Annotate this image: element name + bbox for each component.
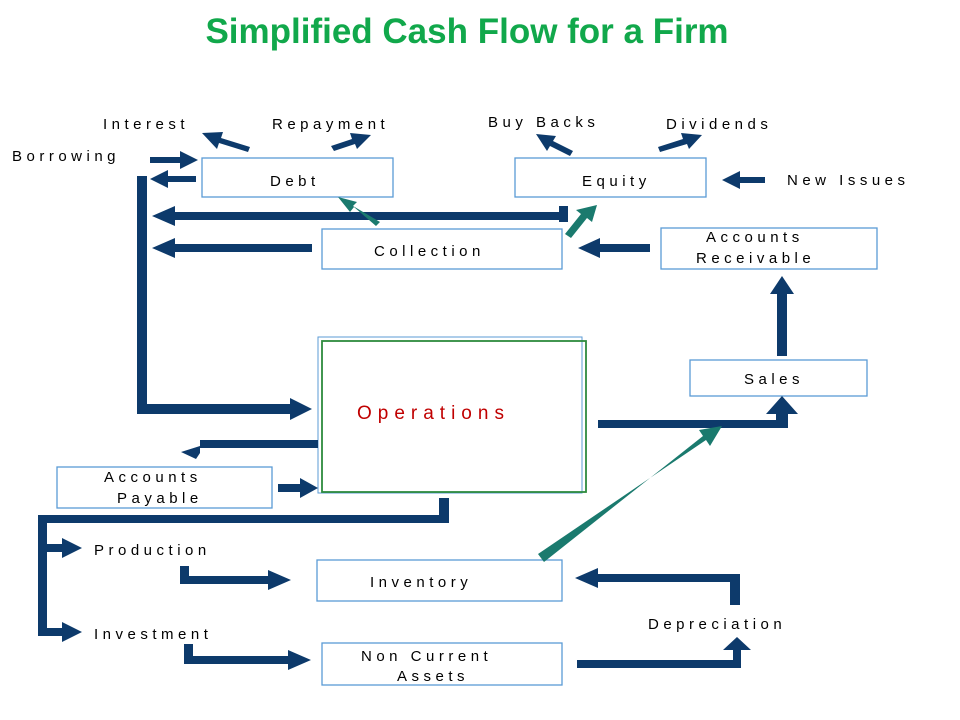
- operations-bottom-stub: [439, 498, 449, 522]
- left-lower-vertical: [38, 515, 47, 636]
- payable-to-operations-arrow: [278, 478, 318, 498]
- investment-to-assets-arrow: [184, 650, 311, 670]
- equity-return-arrow: [152, 206, 568, 226]
- borrowing-arrow: [150, 151, 198, 169]
- operations-box[interactable]: Operations: [317, 336, 587, 494]
- production-label: Production: [94, 542, 211, 559]
- equity-label: Equity: [582, 173, 651, 190]
- new-issues-label: New Issues: [787, 172, 910, 189]
- new-issues-arrow: [722, 171, 765, 189]
- depreciation-to-inventory-arrow: [575, 568, 740, 588]
- collection-box[interactable]: Collection: [321, 228, 563, 270]
- buy-backs-label: Buy Backs: [488, 114, 599, 131]
- accounts-receivable-label-line1: Accounts: [706, 229, 804, 246]
- inventory-to-sales-arrow: [538, 426, 722, 562]
- equity-box[interactable]: Equity: [514, 157, 707, 198]
- repayment-label: Repayment: [272, 116, 389, 133]
- collection-to-left-arrow: [152, 238, 312, 258]
- borrowing-label: Borrowing: [12, 148, 120, 165]
- assets-to-depreciation-arrow: [577, 637, 751, 668]
- depreciation-label: Depreciation: [648, 616, 786, 633]
- collection-to-equity-arrow: [565, 205, 597, 238]
- operations-bottom-line: [38, 515, 449, 523]
- production-stub: [180, 566, 189, 584]
- dividends-label: Dividends: [666, 116, 772, 133]
- interest-arrow: [202, 132, 250, 152]
- sales-label: Sales: [744, 371, 804, 388]
- repayment-arrow: [331, 133, 371, 151]
- accounts-receivable-label-line2: Receivable: [696, 250, 815, 267]
- operations-to-payable-arrow: [181, 440, 318, 459]
- production-to-inventory-arrow: [180, 570, 291, 590]
- buy-backs-arrow: [536, 134, 573, 156]
- to-operations-arrow: [137, 398, 312, 420]
- inventory-label: Inventory: [370, 574, 472, 591]
- debt-label: Debt: [270, 173, 320, 190]
- to-production-arrow: [38, 538, 82, 558]
- accounts-receivable-box[interactable]: Accounts Receivable: [660, 227, 878, 270]
- sales-to-receivable-arrow: [770, 276, 794, 356]
- accounts-payable-label-line2: Payable: [117, 490, 203, 507]
- accounts-payable-box[interactable]: Accounts Payable: [56, 466, 273, 509]
- sales-box[interactable]: Sales: [689, 359, 868, 397]
- operations-label: Operations: [357, 403, 510, 424]
- to-investment-arrow: [38, 622, 82, 642]
- operations-to-sales-path: [598, 396, 798, 428]
- collection-label: Collection: [374, 243, 485, 260]
- collection-to-debt-arrow: [338, 197, 380, 226]
- left-vertical-line: [137, 176, 147, 413]
- interest-label: Interest: [103, 116, 189, 133]
- dividends-arrow: [658, 133, 702, 152]
- non-current-assets-label-line2: Assets: [397, 668, 469, 685]
- debt-to-left-arrow: [150, 170, 196, 188]
- diagram-title: Simplified Cash Flow for a Firm: [205, 12, 729, 51]
- inventory-box[interactable]: Inventory: [316, 559, 563, 602]
- accounts-payable-label-line1: Accounts: [104, 469, 202, 486]
- receivable-to-collection-arrow: [578, 238, 650, 258]
- depreciation-stub: [730, 577, 740, 605]
- non-current-assets-box[interactable]: Non Current Assets: [321, 642, 563, 686]
- debt-box[interactable]: Debt: [201, 157, 394, 198]
- investment-stub: [184, 644, 193, 664]
- non-current-assets-label-line1: Non Current: [361, 648, 492, 665]
- investment-label: Investment: [94, 626, 212, 643]
